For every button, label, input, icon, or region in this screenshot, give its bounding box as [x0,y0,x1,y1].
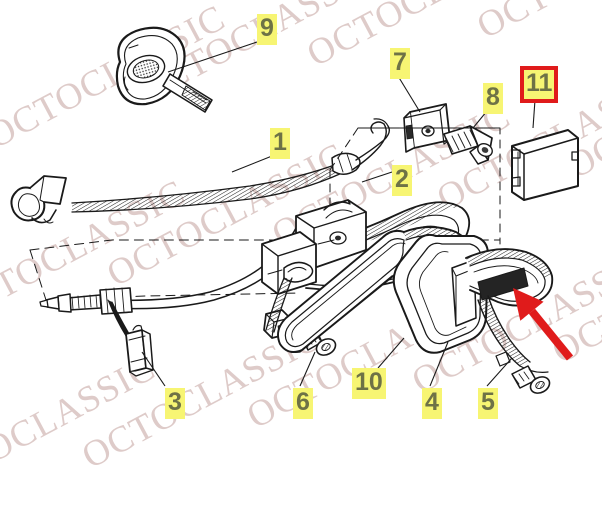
part-escutcheon-4 [392,233,554,373]
leader-line-2 [361,171,393,183]
part-cable-assembly-lower [29,224,501,338]
part-detail-nib [495,351,511,367]
callout-5[interactable]: 5 [478,388,498,419]
part-clip-3 [125,324,154,377]
annotation-arrow [513,288,574,361]
callout-3[interactable]: 3 [165,388,185,419]
callout-4[interactable]: 4 [422,388,442,419]
callout-9[interactable]: 9 [257,14,277,45]
callout-11[interactable]: 11 [520,66,559,103]
part-key-9 [115,26,213,113]
technical-line-art [10,26,579,394]
leader-line-5 [486,357,513,387]
callout-7[interactable]: 7 [390,48,410,79]
leader-line-9 [167,41,258,73]
leader-line-4 [429,341,449,387]
leader-line-6 [299,351,316,387]
leader-line-11 [532,99,536,129]
callout-1[interactable]: 1 [270,128,290,159]
callout-10[interactable]: 10 [352,368,386,399]
part-handle-lever-2 [261,199,471,333]
part-backing-plate-11 [511,129,579,201]
leader-line-10 [377,337,405,369]
callout-6[interactable]: 6 [293,388,313,419]
callout-leader-lines [141,41,536,387]
part-bolt-5 [511,365,551,394]
leader-line-3 [141,351,166,387]
callout-8[interactable]: 8 [483,83,503,114]
leader-line-7 [397,75,421,113]
part-cable-1 [71,118,391,213]
callout-2[interactable]: 2 [392,165,412,196]
part-cable-grommet [10,175,67,224]
part-bolt-8 [443,125,493,165]
leader-line-1 [231,155,273,173]
